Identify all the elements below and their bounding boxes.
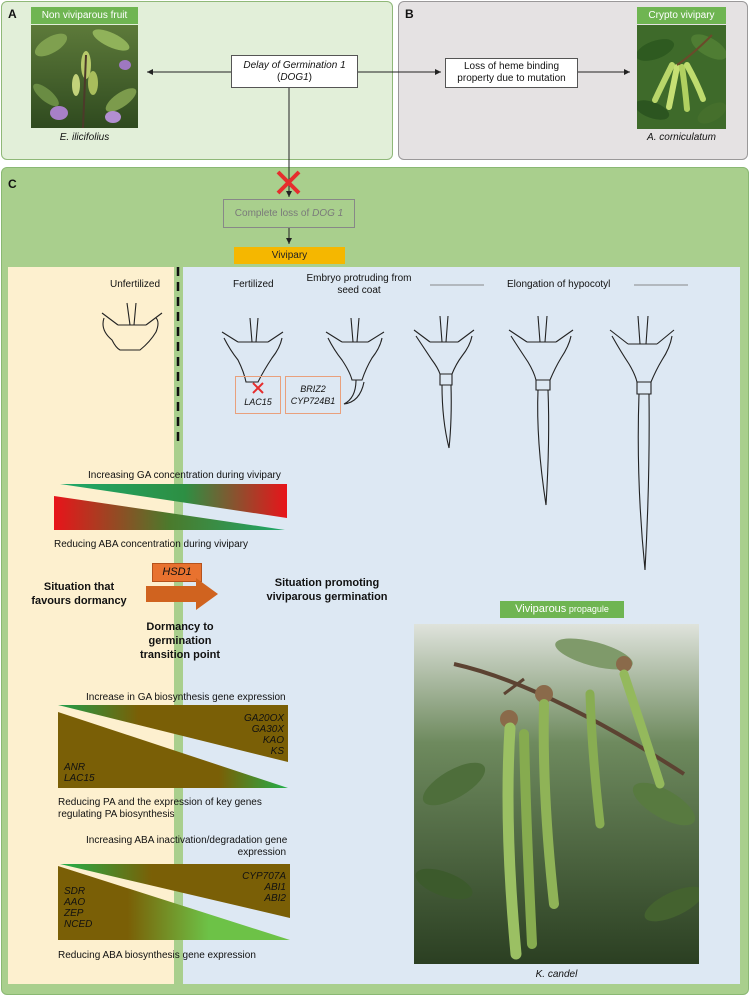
vivipary-label: Vivipary	[234, 247, 345, 264]
ga-aba-triangles	[54, 484, 287, 530]
loss-heme-box: Loss of heme binding property due to mut…	[445, 58, 578, 88]
dashed-divider	[176, 267, 180, 447]
transition-point: Dormancy to germination transition point	[139, 621, 221, 661]
panel-b-label: Crypto vivipary	[637, 7, 726, 24]
viviparous-propagule-label: Viviparous propagule	[500, 601, 624, 618]
panel-c-letter: C	[8, 177, 17, 191]
complete-loss-box: Complete loss of DOG 1	[223, 199, 355, 228]
hsd1-label: HSD1	[152, 563, 202, 582]
panel-a-species: E. ilicifolius	[59, 132, 110, 143]
stage-embryo: Embryo protruding from seed coat	[306, 273, 412, 296]
seedling-fertilized	[221, 317, 284, 383]
briz-box: BRIZ2 CYP724B1	[285, 376, 341, 414]
seedling-unfertilized	[101, 302, 163, 351]
ga-increase-label: Increasing GA concentration during vivip…	[88, 470, 281, 481]
seedling-drawings	[101, 302, 675, 571]
stage-unfertilized: Unfertilized	[110, 279, 161, 290]
stage-lines	[430, 284, 688, 286]
seedling-hypocotyl-1	[413, 315, 475, 449]
pa-title: Reducing PA and the expression of key ge…	[58, 797, 262, 820]
aba-bio-genes: SDR AAO ZEP NCED	[64, 886, 93, 930]
cross-icon	[276, 170, 301, 195]
k-candel-species: K. candel	[535, 969, 578, 980]
lac15-box: LAC15	[235, 376, 281, 414]
stage-fertilized: Fertilized	[233, 279, 274, 290]
top-arrows	[147, 69, 630, 244]
panel-b-species: A. corniculatum	[647, 132, 716, 143]
seedling-hypocotyl-3	[609, 315, 675, 571]
seedling-hypocotyl-2	[508, 315, 574, 506]
pa-genes: ANR LAC15	[64, 762, 95, 784]
ga-bio-genes: GA20OX GA30X KAO KS	[244, 713, 285, 757]
ga-bio-title: Increase in GA biosynthesis gene express…	[86, 692, 286, 703]
photo-k-candel	[414, 624, 699, 964]
aba-reduce-label: Reducing ABA concentration during vivipa…	[54, 539, 249, 550]
aba-bio-title: Reducing ABA biosynthesis gene expressio…	[58, 950, 256, 961]
transition-arrow	[146, 578, 218, 610]
dog1-box: Delay of Germination 1 (DOG1)	[231, 55, 358, 88]
aba-inact-title: Increasing ABA inactivation/degradation …	[86, 835, 288, 858]
panel-a-label: Non viviparous fruit	[31, 7, 138, 24]
seedling-embryo	[325, 317, 385, 405]
photo-a-corniculatum	[637, 25, 726, 129]
dormancy-situation: Situation that favours dormancy	[31, 581, 127, 607]
panel-b-letter: B	[405, 7, 414, 21]
stage-elongation: Elongation of hypocotyl	[507, 279, 611, 290]
aba-inact-genes: CYP707A ABI1 ABI2	[242, 871, 286, 904]
photo-e-ilicifolius	[31, 25, 138, 128]
panel-a-letter: A	[8, 7, 17, 21]
promoting-situation: Situation promoting viviparous germinati…	[266, 577, 388, 603]
cross-icon	[252, 382, 264, 394]
